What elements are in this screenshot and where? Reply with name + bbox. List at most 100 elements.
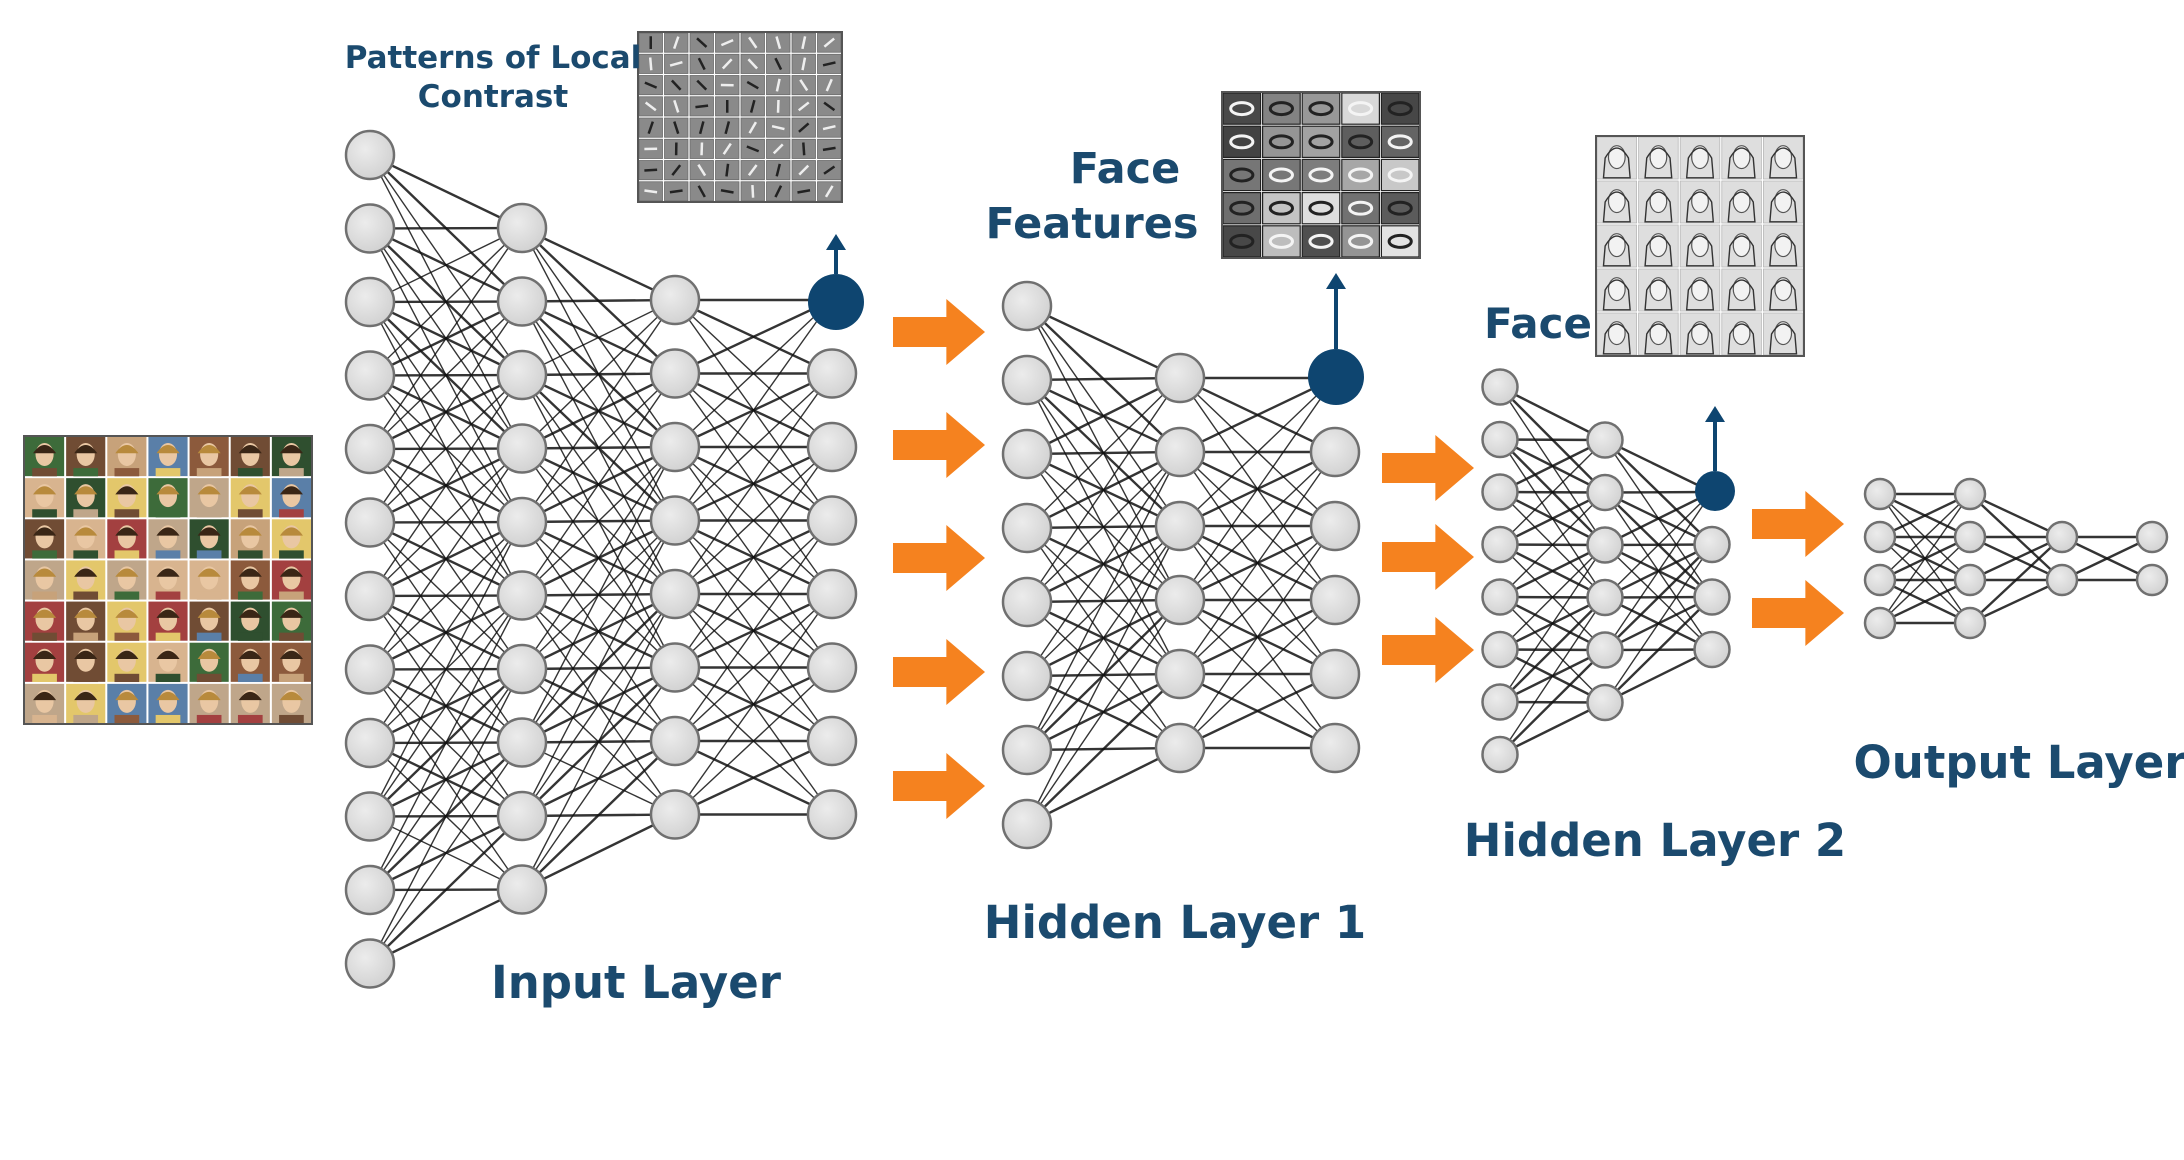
connection-line — [674, 593, 833, 815]
neuron-node — [649, 789, 701, 840]
connection-line — [369, 521, 523, 744]
connection-line — [674, 298, 833, 375]
neuron-node — [496, 790, 548, 842]
connection-line — [1499, 492, 1606, 598]
connection-line — [1604, 648, 1713, 704]
neuron-node — [1001, 428, 1053, 480]
connection-line — [1499, 438, 1606, 494]
neuron-node — [496, 496, 548, 548]
connection-line — [369, 227, 523, 303]
hidden-layer-2-label: Hidden Layer 2 — [1464, 814, 1846, 867]
connection-line — [369, 374, 523, 597]
connection-line — [1026, 746, 1181, 826]
neuron-node — [649, 715, 701, 767]
neuron-node — [1863, 520, 1897, 554]
connection-line — [369, 227, 523, 450]
neuron-node — [1154, 574, 1206, 626]
connection-line — [521, 813, 676, 891]
connection-line — [1026, 376, 1181, 382]
face-features-label-line2: Features — [986, 199, 1199, 249]
highlighted-neurons — [808, 234, 1735, 511]
highlighted-neuron — [1695, 471, 1735, 511]
connection-line — [1499, 491, 1606, 546]
connection-line — [674, 446, 833, 668]
neuron-node — [1586, 526, 1624, 564]
neuron-node — [496, 570, 548, 621]
connection-line — [674, 739, 833, 816]
neuron-node — [649, 642, 701, 693]
connection-line — [1499, 649, 1606, 756]
neuron-node — [1481, 420, 1519, 459]
connection-line — [1969, 578, 2063, 625]
connection-line — [521, 226, 676, 302]
neuron-node — [1309, 426, 1361, 478]
connection-line — [521, 593, 676, 890]
arrow-up-icon — [1326, 273, 1346, 289]
connection-line — [521, 299, 676, 376]
neuron-node — [344, 497, 396, 548]
connection-line — [1026, 525, 1181, 825]
connection-line — [1026, 451, 1181, 677]
neuron-node — [1693, 578, 1731, 616]
neuron-node — [649, 274, 701, 326]
local-contrast-thumbnail — [637, 31, 843, 203]
input-faces-thumbnail — [23, 435, 313, 725]
connection-line — [369, 226, 523, 230]
neuron-node — [1586, 578, 1624, 617]
connection-line — [1604, 596, 1713, 704]
connection-line — [1604, 438, 1713, 494]
connection-line — [1499, 544, 1606, 703]
neuron-node — [344, 644, 396, 695]
neuron-node — [496, 349, 548, 401]
neuron-node — [2045, 563, 2079, 597]
connection-line — [1879, 493, 1971, 581]
connection-line — [1604, 543, 1713, 651]
neuron-node — [1586, 473, 1624, 512]
input-layer-label: Input Layer — [491, 956, 782, 1009]
connection-line — [521, 446, 676, 670]
neuron-node — [1001, 280, 1053, 332]
neuron-node — [344, 791, 396, 842]
neuron-node — [1481, 683, 1519, 721]
connection-line — [1026, 376, 1181, 456]
connection-line — [521, 373, 676, 596]
neuron-node — [496, 202, 548, 254]
connection-line — [674, 299, 833, 521]
arrow-right-icon — [1382, 524, 1474, 590]
neuron-node — [806, 421, 858, 473]
neuron-node — [344, 350, 396, 401]
connection-line — [1179, 525, 1336, 749]
neuron-node — [1481, 525, 1519, 564]
connection-line — [1499, 701, 1606, 756]
connection-line — [369, 815, 523, 965]
neuron-node — [1001, 576, 1053, 628]
connection-line — [674, 593, 833, 742]
neuron-node — [806, 715, 858, 767]
flow-arrows — [893, 299, 1844, 819]
neuron-node — [344, 423, 396, 475]
neuron-node — [344, 938, 396, 989]
neuron-node — [1693, 525, 1731, 564]
connection-line — [369, 668, 523, 891]
neuron-node — [496, 423, 548, 474]
neuron-node — [1481, 473, 1519, 511]
connection-line — [674, 299, 833, 448]
neuron-node — [1693, 630, 1731, 669]
neuron-node — [1863, 563, 1897, 597]
patterns-label-line2: Contrast — [418, 79, 569, 115]
arrow-right-icon — [1752, 491, 1844, 557]
neuron-node — [344, 864, 396, 916]
neuron-node — [1481, 735, 1519, 774]
neuron-node — [344, 129, 396, 181]
connection-line — [1879, 493, 1971, 624]
arrow-right-icon — [893, 525, 985, 591]
connection-line — [1499, 596, 1606, 703]
face-label: Face — [1484, 299, 1592, 348]
neuron-node — [344, 717, 396, 769]
neuron-node — [1001, 502, 1053, 554]
connection-line — [521, 299, 676, 450]
neuron-node — [649, 348, 701, 399]
neuron-node — [1481, 578, 1519, 616]
connection-line — [521, 520, 676, 817]
connection-line — [1179, 376, 1336, 454]
